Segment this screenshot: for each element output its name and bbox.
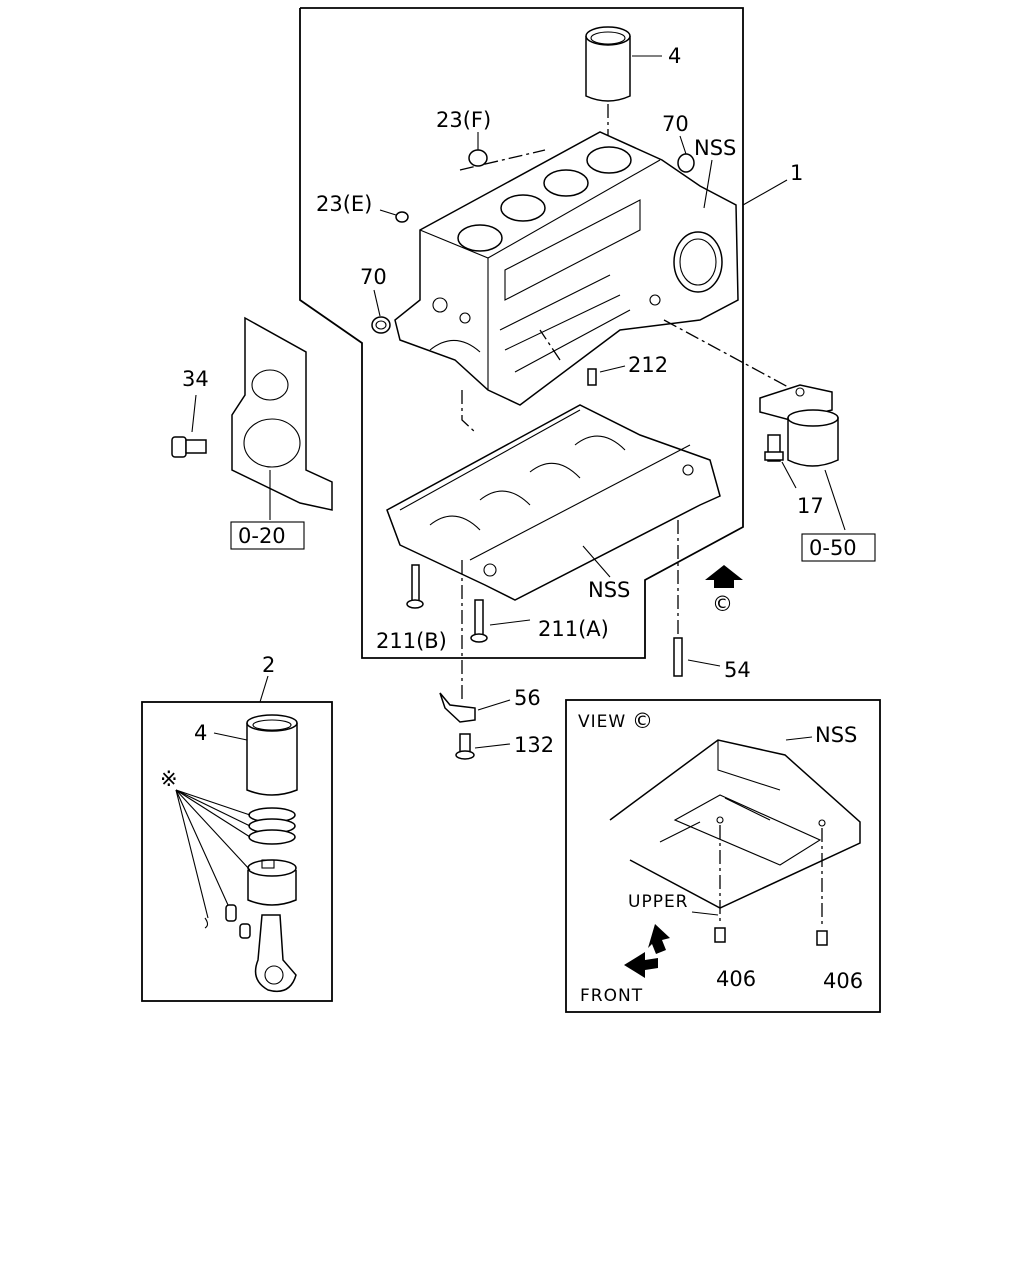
callout-assembly-1: 1 <box>790 161 803 185</box>
seal-70-upper <box>677 135 695 173</box>
sensor-17 <box>764 434 797 489</box>
piston-pin-and-clips <box>204 904 251 939</box>
callout-sensor-17: 17 <box>797 494 824 518</box>
callout-bracket-56: 56 <box>514 686 541 710</box>
piston <box>247 859 297 906</box>
asterisk-leaders <box>175 789 251 919</box>
plug-23e <box>379 209 409 223</box>
dowel-406-left <box>714 825 726 943</box>
connecting-rod <box>254 914 297 993</box>
callout-nss-lower: NSS <box>588 578 630 602</box>
ref-box-0-20: 0-20 <box>238 524 286 548</box>
view-c-panel <box>565 699 881 1013</box>
view-panel-dowel-right: 406 <box>823 969 863 993</box>
assembly-outline <box>299 7 744 659</box>
view-panel-title: VIEW <box>578 712 626 732</box>
view-c-mark: © <box>712 592 733 616</box>
upper-front-arrows-icon <box>624 924 670 978</box>
callout-plug-23f: 23(F) <box>436 108 491 132</box>
bracket-56 <box>439 692 511 723</box>
view-panel-title-mark: © <box>632 709 653 733</box>
cylinder-block-upper <box>394 131 739 406</box>
ref-box-0-50: 0-50 <box>809 536 857 560</box>
view-panel-front: FRONT <box>580 986 643 1006</box>
plug-34 <box>171 394 207 458</box>
seal-70-left <box>371 289 391 334</box>
piston-kit-box <box>141 701 333 1002</box>
view-panel-nss: NSS <box>815 723 857 747</box>
callout-bolt-212: 212 <box>628 353 668 377</box>
oil-filter-assembly <box>759 384 846 531</box>
callout-seal-70-upper: 70 <box>662 112 689 136</box>
plug-23f <box>468 132 488 167</box>
callout-liner-kit: 4 <box>194 721 207 745</box>
callout-nss-block: NSS <box>694 136 736 160</box>
piston-rings <box>248 807 296 845</box>
callout-bolt-211a: 211(A) <box>538 617 609 641</box>
callout-seal-70-left: 70 <box>360 265 387 289</box>
cylinder-liner-top <box>585 26 631 140</box>
stud-54 <box>673 520 721 677</box>
piston-liner <box>213 714 298 796</box>
callout-stud-54: 54 <box>724 658 751 682</box>
callout-asterisk: ※ <box>160 767 178 791</box>
dowel-406-right <box>816 828 828 946</box>
view-c-arrow-icon <box>705 565 743 588</box>
callout-plug-34: 34 <box>182 367 209 391</box>
callout-piston-kit-2: 2 <box>262 653 275 677</box>
crankcase-lower <box>386 329 721 601</box>
callout-liner-top: 4 <box>668 44 681 68</box>
bolt-212 <box>587 365 626 386</box>
view-panel-dowel-left: 406 <box>716 967 756 991</box>
callout-bolt-132: 132 <box>514 733 554 757</box>
callout-bolt-211b: 211(B) <box>376 629 447 653</box>
gasket-plate <box>231 316 333 520</box>
bolt-211b <box>406 564 424 609</box>
callout-plug-23e: 23(E) <box>316 192 372 216</box>
bolt-132 <box>455 733 511 760</box>
bolt-211a <box>470 599 531 643</box>
view-panel-upper: UPPER <box>628 892 689 912</box>
